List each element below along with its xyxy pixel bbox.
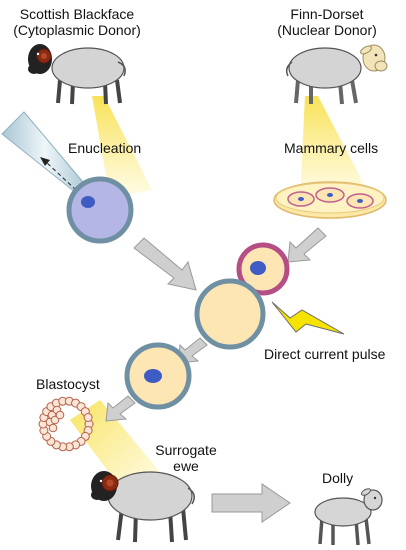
mammary-cell [287, 191, 315, 207]
blastocyst-icon [38, 396, 94, 452]
lightning-bolt-icon [271, 301, 345, 335]
mammary-cell [315, 187, 345, 203]
surrogate-ewe-label: Surrogate ewe [146, 442, 226, 474]
light-cone-finn [300, 96, 368, 196]
enucleated-egg-icon [66, 176, 134, 244]
direct-current-pulse-label: Direct current pulse [264, 346, 386, 362]
surrogate-line-2: ewe [173, 458, 199, 474]
arrow-surrogate-to-dolly [211, 483, 291, 523]
cytoplasmic-donor-role: (Cytoplasmic Donor) [13, 22, 141, 38]
dolly-lamb-icon [314, 488, 383, 546]
dolly-label: Dolly [322, 470, 354, 486]
surrogate-ewe-icon [91, 471, 195, 543]
finn-dorset-sheep-icon [285, 44, 388, 105]
blackface-sheep-icon [28, 44, 126, 105]
petri-dish-icon [273, 181, 387, 219]
arrow-dish-to-cell [287, 227, 327, 263]
extraction-arrow [40, 157, 77, 191]
inner-cell-mass-cell [55, 410, 65, 420]
surrogate-line-1: Surrogate [155, 442, 217, 458]
fused-cell-icon [194, 278, 266, 350]
cytoplasmic-donor-label: Scottish Blackface (Cytoplasmic Donor) [2, 6, 152, 38]
blastocyst-cell [83, 413, 93, 422]
nuclear-donor-role: (Nuclear Donor) [277, 22, 377, 38]
light-cone-blackface [92, 96, 152, 198]
mammary-cell [346, 193, 374, 209]
enucleation-label: Enucleation [68, 140, 142, 156]
inner-cell-mass-cell [50, 415, 60, 425]
nuclear-donor-breed: Finn-Dorset [290, 6, 364, 22]
embryo-cell-icon [124, 342, 192, 410]
mammary-cells-label: Mammary cells [284, 140, 379, 156]
light-cone-surrogate [70, 400, 165, 490]
nuclear-donor-label: Finn-Dorset (Nuclear Donor) [262, 6, 392, 38]
mammary-donor-cell-icon [236, 242, 290, 296]
blastocyst-label: Blastocyst [36, 376, 100, 392]
inner-cell-mass-cell [48, 423, 58, 433]
cytoplasmic-donor-breed: Scottish Blackface [19, 6, 135, 22]
arrow-embryo-to-blastocyst [105, 395, 136, 422]
arrow-egg-to-fusion [133, 237, 197, 291]
